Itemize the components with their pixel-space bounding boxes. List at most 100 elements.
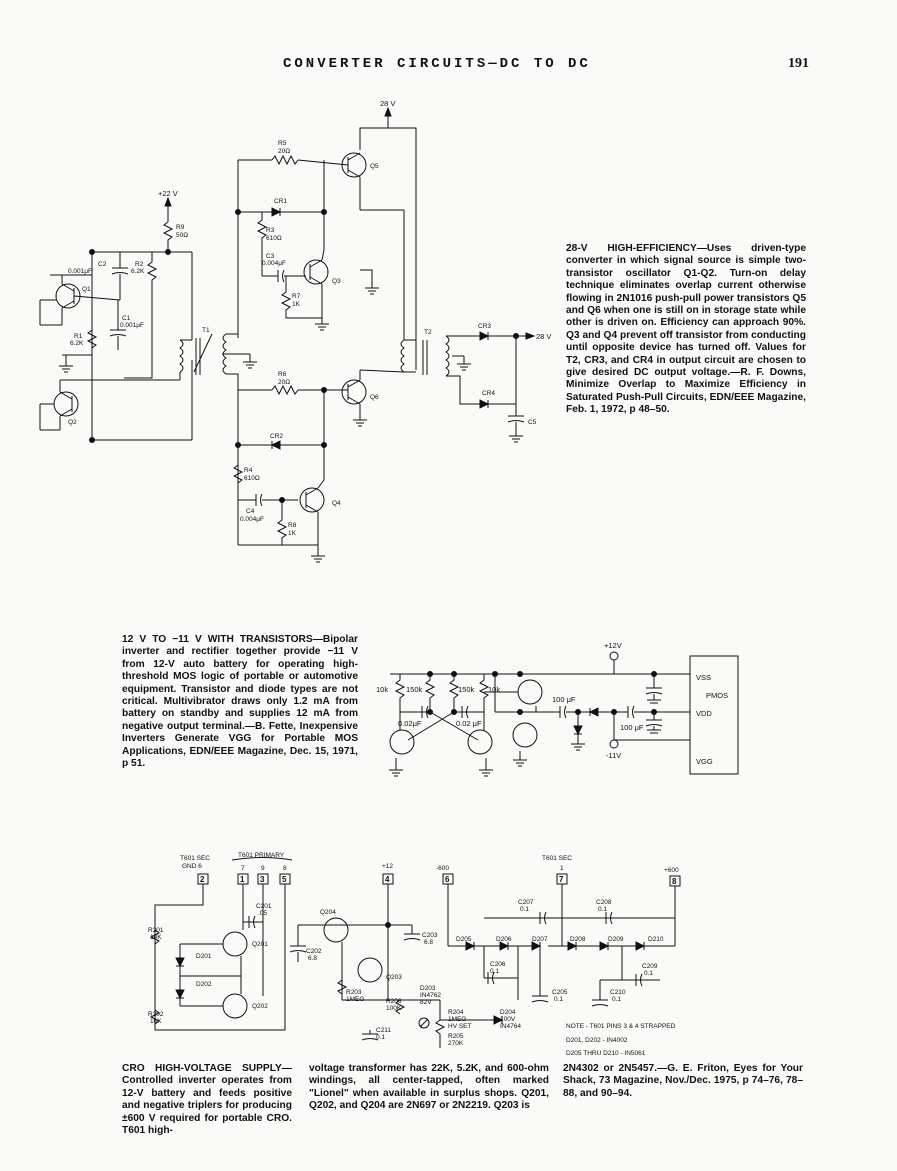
label-plus12: +12 xyxy=(382,863,393,870)
label-q6: Q6 xyxy=(370,394,379,401)
label-d204-part: IN4764 xyxy=(500,1023,521,1030)
pin-6: 6 xyxy=(445,875,450,884)
label-r201: R201 xyxy=(148,927,164,934)
label-cr1: CR1 xyxy=(274,198,287,205)
fig2-q-right xyxy=(467,729,493,755)
label-c203: C203 xyxy=(422,932,438,939)
pin-8: 8 xyxy=(672,877,677,886)
label-100uf-b: 100 μF xyxy=(620,723,644,732)
label-neg11v: -11V xyxy=(606,751,621,760)
label-r1: R1 xyxy=(74,333,83,340)
q4-transistor xyxy=(299,487,325,513)
fig1-schematic xyxy=(39,106,536,563)
label-10k-b: 10k xyxy=(488,685,500,694)
label-t601-sec: T601 SEC xyxy=(180,855,210,862)
label-r6-value: 20Ω xyxy=(278,379,290,386)
label-d203-voltage: 82V xyxy=(420,999,432,1006)
label-p9: 9 xyxy=(261,865,265,872)
label-r203-value: 1MEG xyxy=(346,996,364,1003)
pin-4: 4 xyxy=(385,875,390,884)
fig3-schematic xyxy=(149,857,681,1048)
label-22v: +22 V xyxy=(158,189,178,198)
label-c211: C211 xyxy=(376,1027,391,1034)
label-c206-value: 0.1 xyxy=(490,968,499,975)
label-c202: C202 xyxy=(306,948,322,955)
label-p7: 7 xyxy=(241,865,245,872)
label-c4-value: 0.004μF xyxy=(240,516,264,523)
label-r3-value: 610Ω xyxy=(266,235,282,242)
label-002uf-b: 0.02 μF xyxy=(456,719,482,728)
label-vdd: VDD xyxy=(696,709,712,718)
label-r4: R4 xyxy=(244,467,253,474)
page-header: CONVERTER CIRCUITS—DC TO DC 191 xyxy=(0,56,897,76)
label-r205-value: 270K xyxy=(448,1040,464,1047)
fig2-schematic xyxy=(389,651,739,777)
fig2-labels: +12V -11V 10k 150k 150k 10k 0.02μF 0.02 … xyxy=(376,641,728,766)
label-c209-value: 0.1 xyxy=(644,970,653,977)
label-r7: R7 xyxy=(292,293,301,300)
label-d210: D210 xyxy=(648,936,664,943)
label-r3: R3 xyxy=(266,227,275,234)
label-p8: 8 xyxy=(283,865,287,872)
label-q204: Q204 xyxy=(320,909,336,916)
label-r6: R6 xyxy=(278,371,287,378)
pmos-block xyxy=(689,655,739,775)
fig3-labels: T601 SEC GND 6 T601 PRIMARY 7 9 8 2 1 3 … xyxy=(148,852,679,1057)
label-r9: R9 xyxy=(176,224,185,231)
label-r204-value: 1MEG xyxy=(448,1016,466,1023)
q1-transistor xyxy=(55,283,81,309)
label-r2: R2 xyxy=(135,261,144,268)
label-t601-sec-2: T601 SEC xyxy=(542,855,572,862)
label-100uf-a: 100 μF xyxy=(552,695,576,704)
q201-transistor xyxy=(222,931,248,957)
label-d201: D201 xyxy=(196,953,212,960)
label-c210-value: 0.1 xyxy=(612,996,621,1003)
fig2-q-left xyxy=(389,729,415,755)
label-c4: C4 xyxy=(246,508,255,515)
label-c210: C210 xyxy=(610,989,626,996)
label-10k-a: 10k xyxy=(376,685,388,694)
label-c208: C208 xyxy=(596,899,612,906)
label-28v-out: 28 V xyxy=(536,332,551,341)
fig2-q-top xyxy=(517,679,543,705)
label-t2: T2 xyxy=(424,329,432,336)
label-r7-value: 1K xyxy=(292,301,301,308)
label-d203: D203 xyxy=(420,985,436,992)
label-q5: Q5 xyxy=(370,163,379,170)
q203-transistor xyxy=(357,957,383,983)
label-r204: R204 xyxy=(448,1009,464,1016)
q6-transistor xyxy=(341,379,367,405)
label-vss: VSS xyxy=(696,673,711,682)
label-c5: C5 xyxy=(528,419,537,426)
label-150k-b: 150k xyxy=(458,685,475,694)
label-d207: D207 xyxy=(532,936,548,943)
pin-7: 7 xyxy=(559,875,564,884)
label-q201: Q201 xyxy=(252,941,268,948)
label-r1-value: 6.2K xyxy=(70,340,84,347)
fig2-caption: 12 V TO −11 V WITH TRANSISTORS—Bipolar i… xyxy=(122,634,358,770)
label-r9-value: 50Ω xyxy=(176,232,188,239)
label-c205: C205 xyxy=(552,989,568,996)
label-c208-value: 0.1 xyxy=(598,906,607,913)
label-c2: C2 xyxy=(98,261,107,268)
label-pmos: PMOS xyxy=(706,691,728,700)
fig3-caption-col3: 2N4302 or 2N5457.—G. E. Friton, Eyes for… xyxy=(563,1063,803,1099)
label-d204: D204 xyxy=(500,1009,516,1016)
label-r205: R205 xyxy=(448,1033,464,1040)
label-150k-a: 150k xyxy=(406,685,423,694)
note-d205-d210: D205 THRU D210 - IN5061 xyxy=(566,1050,646,1057)
label-c1-value: 0.001μF xyxy=(120,322,144,329)
label-q2: Q2 xyxy=(68,419,77,426)
label-c211-value: 0.1 xyxy=(376,1034,385,1041)
note-d201-d202: D201, D202 - IN4002 xyxy=(566,1037,628,1044)
label-c207-value: 0.1 xyxy=(520,906,529,913)
label-r8-value: 1K xyxy=(288,530,297,537)
label-r202-value: 10K xyxy=(150,1018,162,1025)
label-r5: R5 xyxy=(278,140,287,147)
label-c207: C207 xyxy=(518,899,534,906)
label-r201-value: 10K xyxy=(150,934,162,941)
pin-2: 2 xyxy=(200,875,205,884)
label-r206-value: 100K xyxy=(386,1005,402,1012)
label-c3-value: 0.004μF xyxy=(262,260,286,267)
